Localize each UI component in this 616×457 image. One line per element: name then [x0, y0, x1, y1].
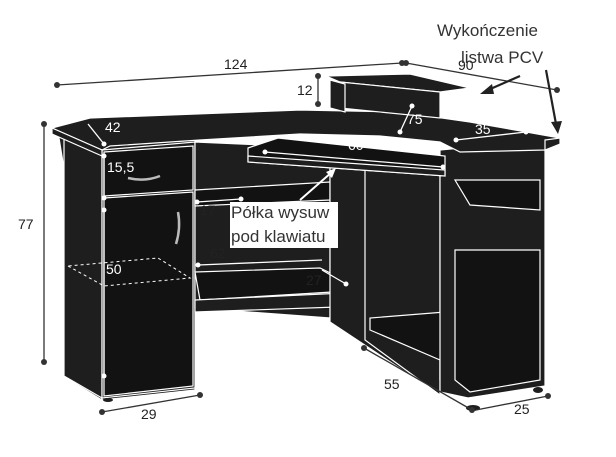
dim-dot — [101, 373, 107, 379]
dim-dot — [101, 153, 107, 159]
dim-50-label: 50 — [106, 261, 122, 277]
dim-dot — [397, 129, 403, 135]
dim-dot — [361, 345, 367, 351]
dim-dot — [315, 73, 321, 79]
dim-line-62 — [197, 259, 323, 266]
dim-line-27 — [321, 269, 347, 285]
dim-dot — [54, 82, 60, 88]
desktop-surface — [50, 109, 562, 153]
dim-dot — [343, 281, 349, 287]
dim-dot — [238, 196, 244, 202]
right-shelf — [453, 179, 541, 211]
edge-finish-arrow-shaft — [487, 74, 521, 92]
dim-line-55 — [363, 347, 473, 411]
edge-finish-arrow-head — [480, 84, 494, 94]
edge-finish-label-line2: listwa PCV — [461, 48, 544, 67]
desktop-edge-right — [544, 137, 561, 151]
dim-line-75 — [399, 105, 413, 133]
dim-27-label: 27 — [306, 272, 322, 288]
keyboard-shelf-label-line2: pod klawiatu — [231, 227, 326, 246]
dim-dot — [101, 207, 107, 213]
dim-line-124 — [56, 62, 403, 86]
keyboard-callout-box — [230, 202, 338, 248]
dim-dot — [101, 195, 107, 201]
dim-dot — [41, 121, 47, 127]
top-shelf — [325, 73, 471, 93]
top-shelf-leg — [329, 79, 346, 113]
door-handle — [174, 211, 181, 245]
right-pedestal-front — [364, 164, 441, 397]
dim-dot — [101, 141, 107, 147]
keyboard-callout-line — [299, 171, 333, 201]
keyboard-shelf-label-line1: Półka wysuw — [231, 203, 330, 222]
dim-dot — [469, 407, 475, 413]
inner-shelf — [66, 257, 192, 287]
edge-finish-arrow2-shaft — [544, 69, 558, 125]
dim-dot — [41, 359, 47, 365]
dim-dot — [409, 103, 415, 109]
dim-62-label: 62 — [210, 245, 226, 261]
dim-dot — [403, 60, 409, 66]
dim-75-label: 75 — [407, 111, 423, 127]
dim-line-29 — [101, 394, 201, 413]
dim-dot — [194, 199, 200, 205]
dim-dot — [197, 392, 203, 398]
right-foot-back — [533, 387, 543, 393]
dim-60-label: 60 — [348, 137, 364, 153]
drawer-handle — [127, 174, 161, 181]
dim-line-90 — [405, 62, 558, 91]
keyboard-tray-front — [247, 155, 446, 177]
dim-dot — [453, 137, 459, 143]
dim-42-label: 42 — [105, 119, 121, 135]
dim-15-5-label: 15,5 — [107, 159, 134, 175]
dim-29-label: 29 — [141, 406, 157, 422]
dim-dot — [440, 164, 446, 170]
dim-dot — [99, 409, 105, 415]
dim-dot — [554, 87, 560, 93]
dim-line-60 — [264, 151, 444, 168]
left-foot — [103, 398, 113, 402]
dim-124-label: 124 — [224, 56, 248, 72]
dim-77-label: 77 — [18, 216, 34, 232]
dim-dot — [315, 101, 321, 107]
keyboard-callout-arrow — [326, 168, 336, 178]
dim-55-label: 55 — [384, 376, 400, 392]
dim-line-17 — [196, 198, 242, 203]
left-pedestal-side — [63, 137, 103, 400]
dim-12-label: 12 — [297, 82, 313, 98]
dim-90-label: 90 — [458, 57, 474, 73]
dim-line-35 — [455, 131, 527, 141]
dim-dot — [523, 129, 529, 135]
dim-dot — [545, 393, 551, 399]
dim-35-label: 35 — [475, 121, 491, 137]
edge-finish-arrow2-head — [551, 121, 562, 134]
dim-line-42 — [87, 123, 105, 145]
dim-line-25 — [475, 395, 549, 411]
edge-finish-label-line1: Wykończenie — [437, 21, 538, 40]
dim-25-label: 25 — [514, 401, 530, 417]
dim-17-label: 17 — [200, 202, 216, 218]
right-inner-shelf — [454, 249, 541, 393]
dim-dot — [195, 262, 201, 268]
dim-dot — [262, 149, 268, 155]
